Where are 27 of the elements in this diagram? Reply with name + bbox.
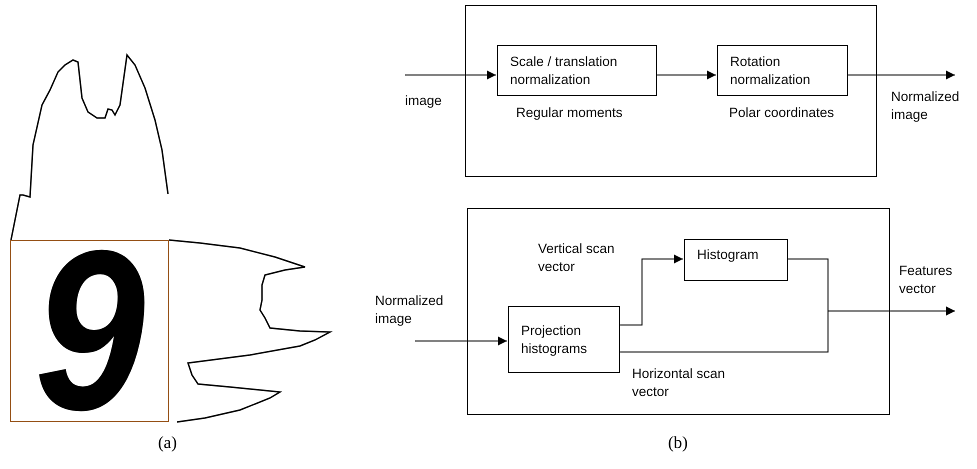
arrow (618, 254, 684, 326)
process-box (497, 45, 657, 96)
annotation-text: Polar coordinates (729, 104, 836, 122)
process-box (717, 45, 848, 96)
box-label: Projection histograms (521, 322, 588, 358)
panel-caption: (a) (158, 433, 177, 453)
edge-label: Features vector (899, 262, 954, 298)
arrow (404, 70, 496, 80)
annotation-text: Regular moments (516, 104, 624, 122)
process-box (508, 306, 620, 373)
arrow (414, 336, 508, 346)
arrow (656, 70, 716, 80)
panel-caption: (b) (668, 433, 688, 453)
digit-glyph: 9 (34, 247, 145, 415)
process-box (684, 239, 788, 281)
arrow (846, 70, 956, 80)
edge-label: Vertical scan vector (538, 240, 616, 276)
edge-label: Normalized image (891, 88, 960, 124)
box-label: Histogram (697, 246, 759, 264)
box-label: Rotation normalization (730, 52, 812, 88)
edge-label: Horizontal scan vector (632, 365, 726, 401)
arrow (618, 306, 956, 352)
group-frame (465, 5, 877, 177)
edge-label: image (405, 92, 443, 110)
box-label: Scale / translation normalization (510, 52, 618, 88)
group-frame (467, 208, 890, 415)
edge-label: Normalized image (375, 292, 444, 328)
